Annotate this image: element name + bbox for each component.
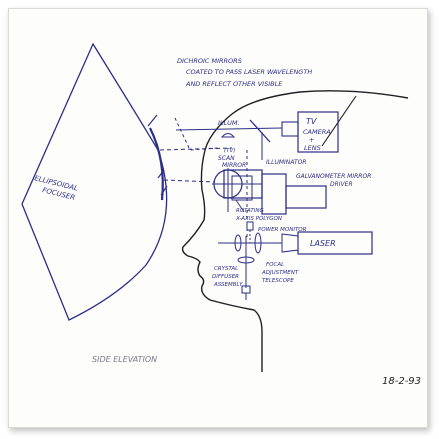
label-illuminator: ILLUMINATOR <box>266 159 307 166</box>
label-crystal-3: ASSEMBLY <box>213 282 243 288</box>
illum-bulb-icon <box>220 133 236 138</box>
tv-ray <box>175 127 283 131</box>
label-crystal-1: CRYSTAL <box>214 266 238 272</box>
galvo-driver-box <box>285 185 327 209</box>
label-scan-1: SCAN <box>218 155 235 162</box>
galvanometer-box <box>261 173 287 215</box>
polygon-box <box>231 175 253 201</box>
label-tv-2: CAMERA <box>303 128 331 136</box>
focuser-ray-diag <box>174 117 219 151</box>
label-illum: ILLUM. <box>218 119 240 127</box>
telescope-lens-2 <box>234 234 242 252</box>
laser-output-lens <box>281 233 299 253</box>
illuminator-mirror <box>249 119 271 143</box>
label-side-elevation: SIDE ELEVATION <box>92 355 157 364</box>
power-monitor-box <box>246 221 254 231</box>
label-rotating-2: X-AXIS POLYGON <box>235 216 282 222</box>
label-tv-4: LENS <box>304 144 321 152</box>
label-focal-2: ADJUSTMENT <box>261 270 299 276</box>
tv-lens-box <box>281 121 299 137</box>
label-laser: LASER <box>310 239 336 248</box>
label-dichroic-3: AND REFLECT OTHER VISIBLE <box>185 80 283 88</box>
focuser-ray-dashed <box>159 147 233 183</box>
mirror-tick-2 <box>157 169 165 179</box>
label-scan-2: MIRROR <box>222 162 246 169</box>
label-dichroic-1: DICHROIC MIRRORS <box>177 57 242 65</box>
label-tv-3: + <box>309 136 314 144</box>
label-focal-1: FOCAL <box>266 262 284 268</box>
label-crystal-2: DIFFUSER <box>212 274 239 280</box>
label-focal-3: TELESCOPE <box>262 278 294 284</box>
head-profile-outline <box>181 90 409 372</box>
label-rotating-1: ROTATING <box>236 208 264 214</box>
diffuser-disk <box>237 256 255 264</box>
label-illum-sub: (TV) <box>224 148 235 154</box>
telescope-lens-1 <box>254 232 262 254</box>
mirror-tick-3 <box>160 185 168 196</box>
rotating-pointer <box>235 199 245 213</box>
ellipsoidal-focuser-outline <box>21 42 168 321</box>
label-galvo-2: DRIVER <box>330 181 353 188</box>
label-dichroic-2: COATED TO PASS LASER WAVELENGTH <box>186 68 312 76</box>
label-power-monitor: POWER MONITOR <box>258 227 307 233</box>
label-date: 18-2-93 <box>382 376 421 387</box>
label-galvo-1: GALVANOMETER MIRROR <box>296 173 371 180</box>
ear-line <box>321 95 357 147</box>
mirror-tick-1 <box>147 114 158 127</box>
label-tv-1: TV <box>306 117 317 126</box>
